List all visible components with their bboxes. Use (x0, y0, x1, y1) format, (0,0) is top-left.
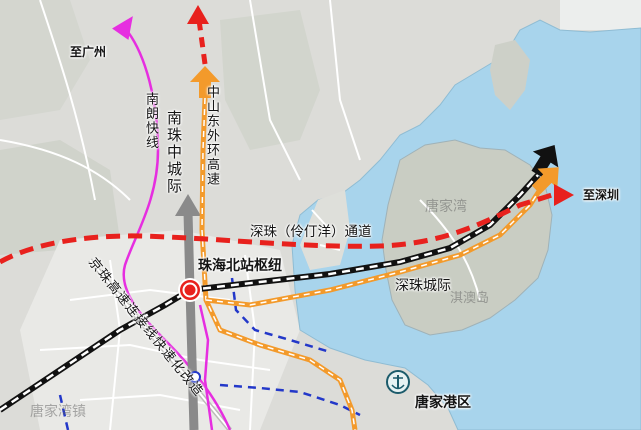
rail-dash (0, 174, 539, 412)
road (0, 139, 131, 201)
label-to-shenzhen: 至深圳 (583, 188, 620, 202)
orange-route-east-dash (205, 181, 546, 306)
planned-roads (58, 277, 361, 430)
planned-road (58, 394, 70, 430)
road (329, 0, 361, 161)
arrow-up-icon (187, 5, 209, 24)
label-to-guangzhou: 至广州 (70, 45, 107, 59)
label-tangjia-port: 唐家港区 (415, 395, 471, 411)
label-shenzhu-channel: 深珠（伶仃洋）通道 (250, 224, 372, 240)
arrow-right-icon (554, 184, 574, 206)
arrow-up-right-icon (531, 167, 559, 195)
label-shenzhu-intercity: 深珠城际 (395, 278, 451, 294)
station-hub-icon (178, 278, 202, 302)
label-nanlang-expressway: 南朗快线 (143, 92, 158, 150)
urban-area (20, 230, 300, 430)
shenzhu-channel-line (0, 192, 553, 265)
road (249, 0, 301, 181)
nanlang-expressway-line (122, 31, 232, 430)
arrow-up-icon (175, 194, 201, 216)
label-zhongshan-east-ring: 中山东外环高速 (204, 85, 219, 187)
arrow-up-icon (190, 66, 220, 98)
arrow-up-right-icon (112, 16, 133, 40)
label-tangjiawan: 唐家湾 (425, 199, 467, 215)
road (79, 393, 241, 411)
label-qiao-island: 淇澳岛 (450, 291, 490, 306)
hill-area-north (220, 10, 320, 150)
zhongshan-east-ring-line (199, 97, 548, 430)
red-dashed-north-extension (196, 19, 208, 65)
hill-area-northwest (0, 0, 90, 120)
land-northeast (560, 0, 641, 30)
label-zhuhai-north-hub: 珠海北站枢纽 (198, 258, 282, 274)
label-nanzhu-intercity: 南珠中城际 (165, 110, 183, 195)
small-island (490, 40, 530, 110)
port-anchor-icon (386, 370, 410, 394)
road (39, 0, 96, 201)
planned-road (219, 383, 361, 417)
small-station-icon (189, 371, 201, 383)
jingzhu-link-road-core (89, 259, 231, 430)
nanlang-expressway-branch (198, 304, 214, 430)
label-tangjiawan-town: 唐家湾镇 (30, 404, 86, 420)
planned-road (230, 277, 331, 354)
orange-route-dash (201, 97, 356, 430)
